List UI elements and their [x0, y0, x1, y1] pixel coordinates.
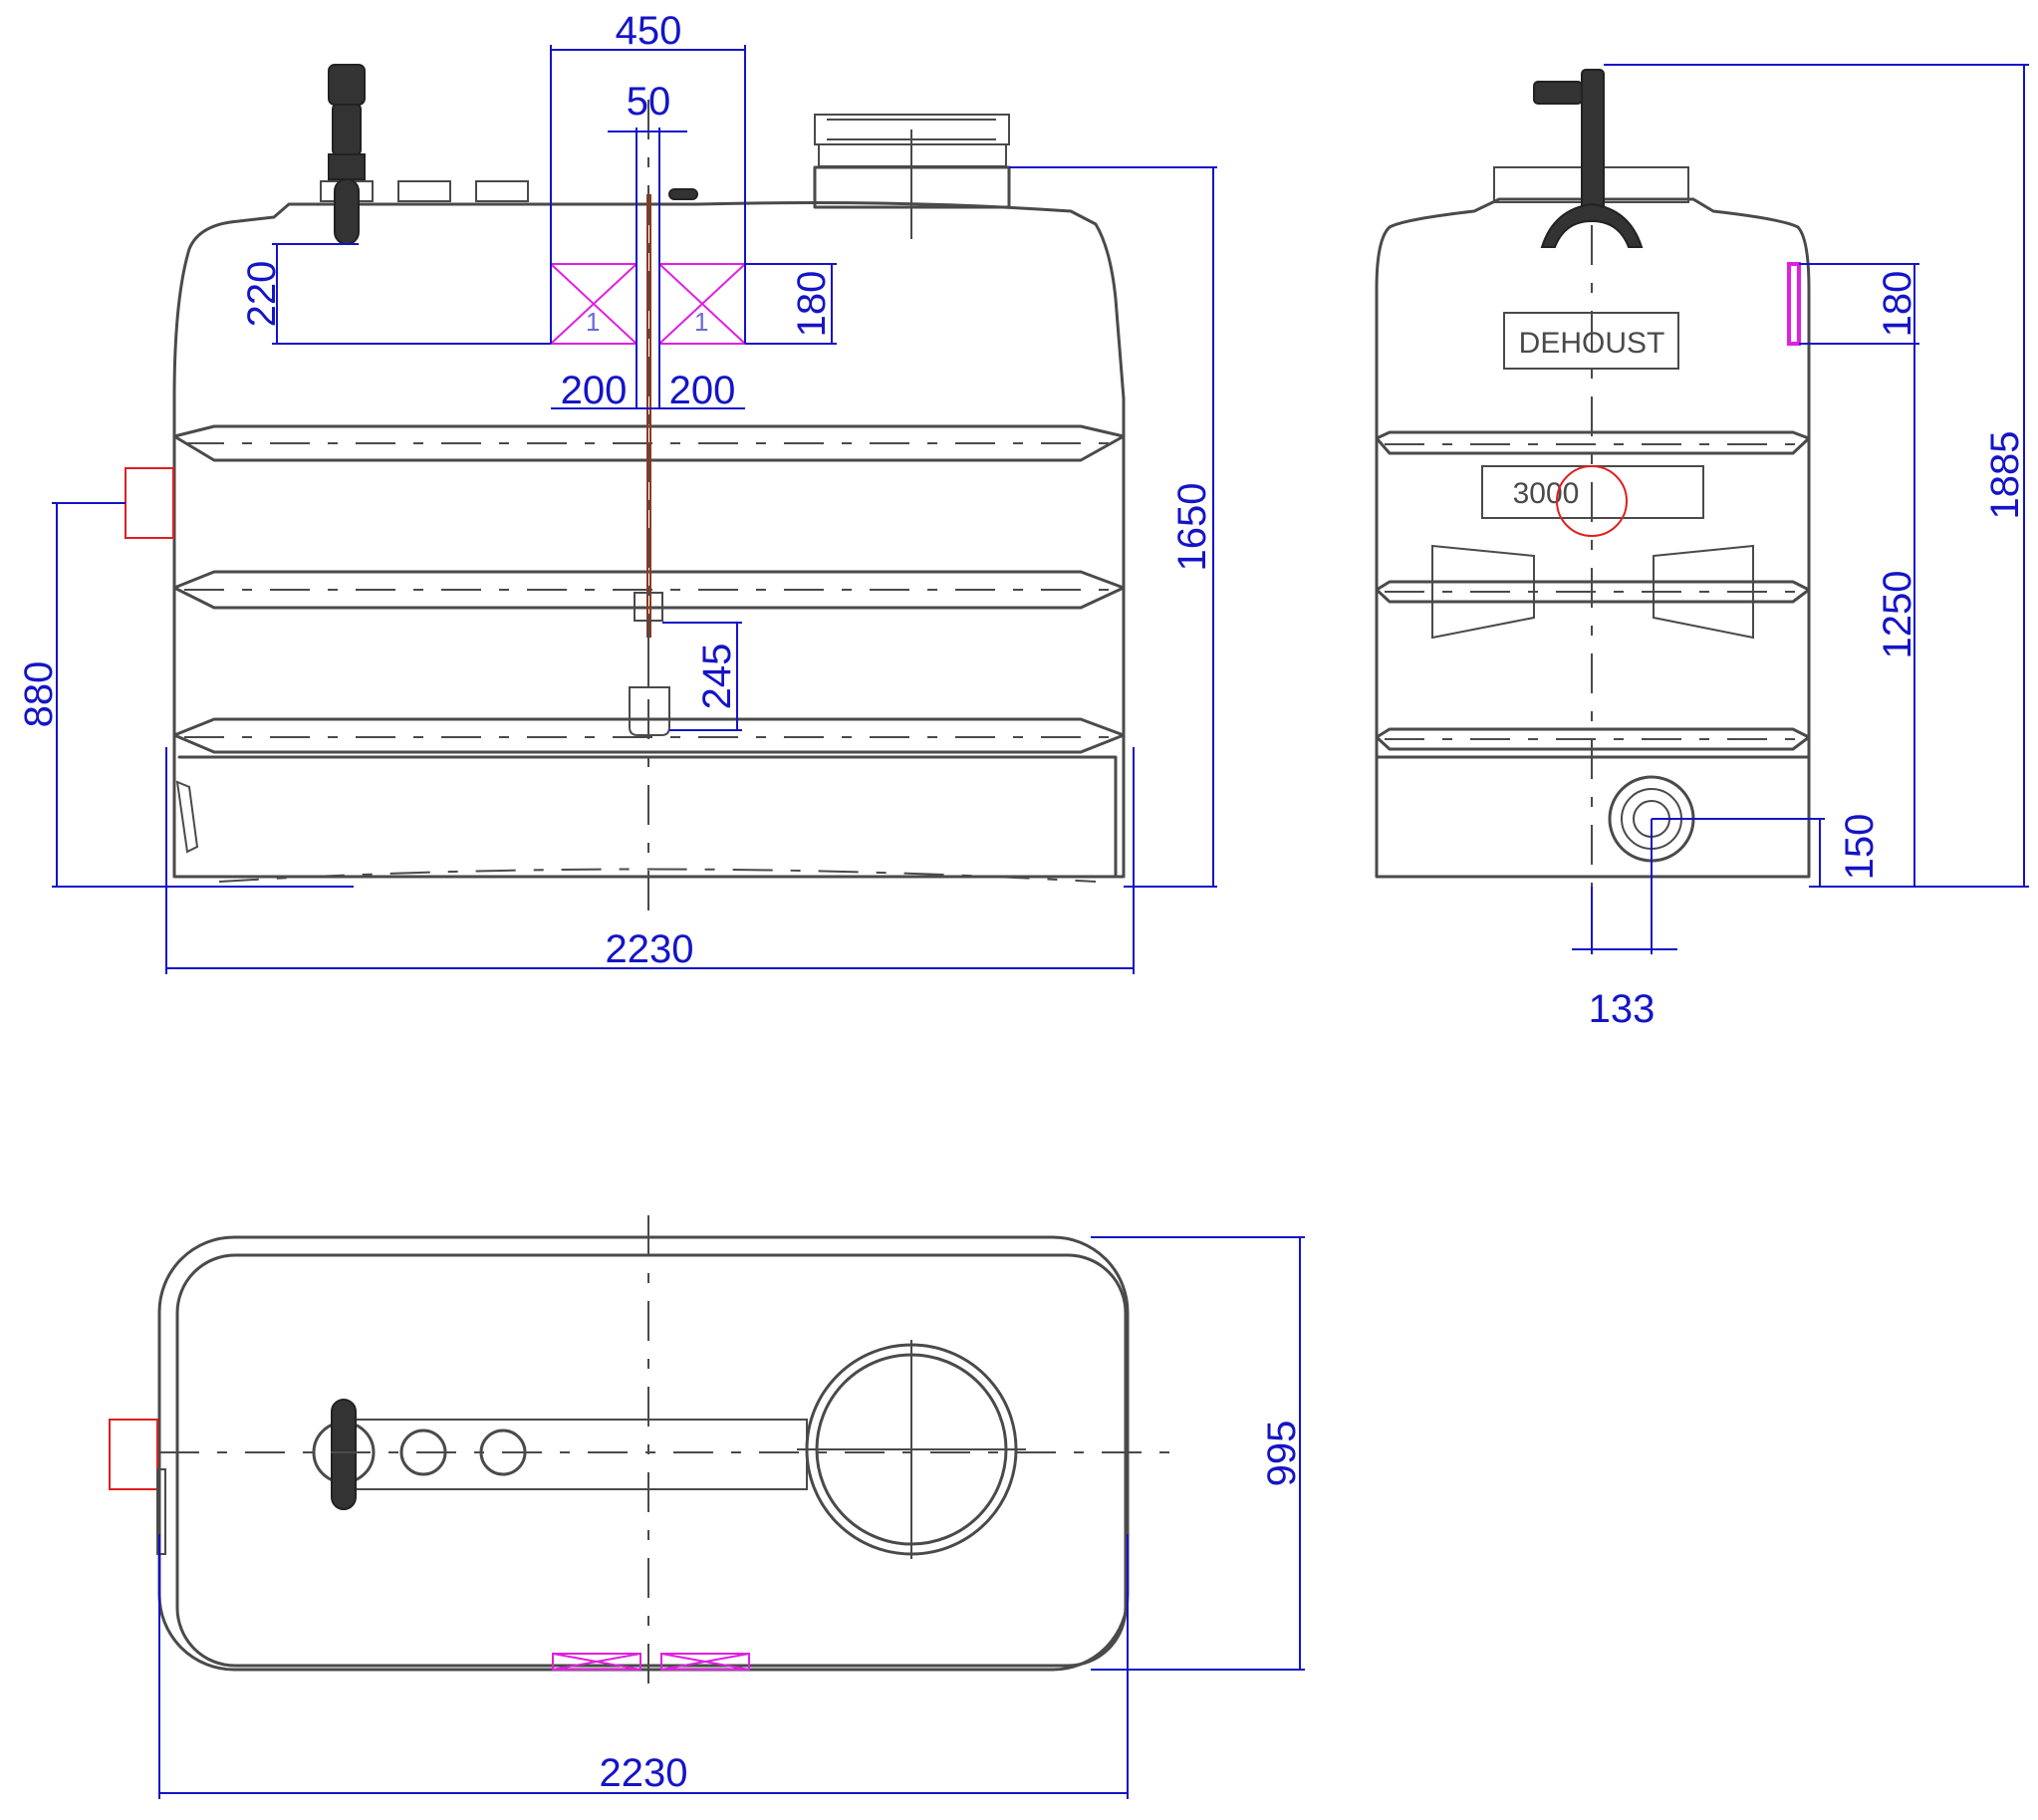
dim-side-1250: 1250: [1876, 571, 1919, 659]
dim-top-2230: 2230: [600, 1751, 688, 1795]
dim-side-133: 133: [1589, 987, 1656, 1031]
top-windows: [552, 1653, 750, 1671]
dim-front-200-right: 200: [669, 369, 736, 412]
front-sensor-fitting: [328, 64, 366, 245]
front-rib-3: [172, 717, 1126, 754]
dim-side-180: 180: [1876, 271, 1919, 338]
dim-front-245: 245: [695, 644, 739, 710]
dim-front-880: 880: [17, 661, 61, 728]
top-view: 995 2230: [109, 1215, 1305, 1799]
window-cell-left: 1: [586, 307, 600, 337]
front-view: 1 1 450 50 200 200: [17, 9, 1217, 974]
front-dimensions: 450 50 200 200 220 180 1650: [17, 9, 1217, 974]
front-window-right: 1: [658, 263, 746, 345]
window-cell-right: 1: [694, 307, 708, 337]
top-dimensions: 995 2230: [158, 1236, 1305, 1799]
dim-side-1885: 1885: [1983, 431, 2027, 520]
top-sensor-fitting: [331, 1399, 357, 1510]
dim-front-200-left: 200: [561, 369, 628, 412]
dim-front-180: 180: [790, 271, 834, 338]
dim-top-995: 995: [1260, 1421, 1304, 1487]
side-marker-circle: [1556, 465, 1628, 537]
dim-front-220: 220: [240, 261, 284, 328]
dim-front-2230: 2230: [606, 927, 694, 971]
side-window: [1787, 262, 1801, 346]
dim-front-50: 50: [627, 80, 671, 124]
brand-label: DEHOUST: [1519, 327, 1665, 360]
side-dimensions: 1885 180 1250 150 133: [1572, 64, 2029, 1031]
front-window-left: 1: [550, 263, 637, 345]
dim-front-450: 450: [616, 9, 682, 53]
dim-front-1650: 1650: [1170, 483, 1214, 572]
side-view: DEHOUST 3000 1885 180: [1375, 64, 2029, 1031]
dim-side-150: 150: [1838, 814, 1882, 881]
brand-label-box: [1503, 312, 1679, 370]
side-top-fitting: [1533, 69, 1644, 248]
volume-label: 3000: [1513, 477, 1580, 510]
front-inlet-marker: [125, 467, 174, 539]
top-inlet-marker: [109, 1419, 158, 1490]
